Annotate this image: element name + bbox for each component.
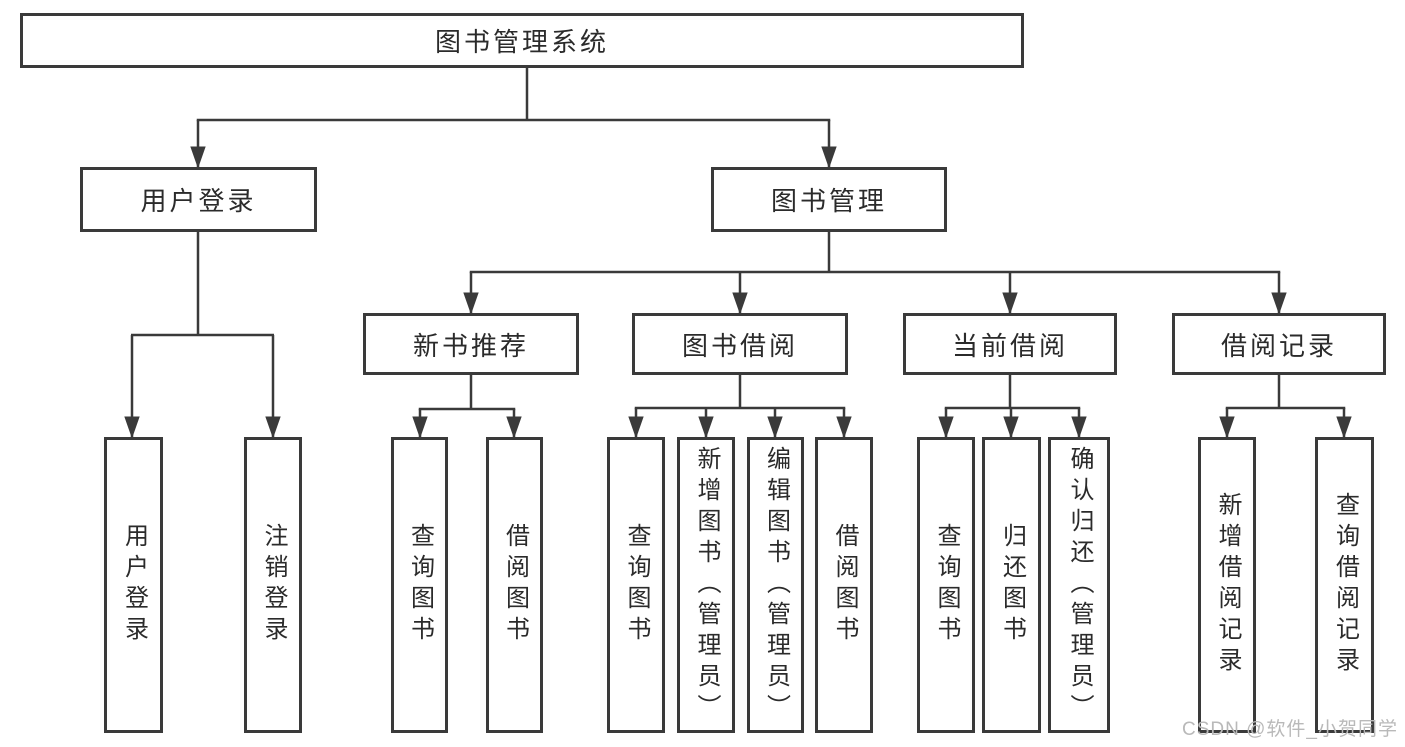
leaf-label: 查询借阅记录 <box>1331 492 1359 678</box>
node-current-borrow: 当前借阅 <box>903 313 1117 375</box>
node-book-borrow: 图书借阅 <box>632 313 848 375</box>
leaf-label: 新增图书（管理员） <box>693 445 720 725</box>
leaf-logout: 注销登录 <box>244 437 302 733</box>
leaf-borrow-book-recommend: 借阅图书 <box>486 437 543 733</box>
leaf-label: 查询图书 <box>406 523 434 647</box>
leaf-add-borrow-record: 新增借阅记录 <box>1198 437 1256 733</box>
node-borrow-records: 借阅记录 <box>1172 313 1386 375</box>
leaf-label: 借阅图书 <box>831 523 858 647</box>
leaf-borrow-book: 借阅图书 <box>815 437 873 733</box>
leaf-label: 确认归还（管理员） <box>1066 445 1093 725</box>
leaf-label: 编辑图书（管理员） <box>762 445 790 725</box>
node-new-book-recommend: 新书推荐 <box>363 313 579 375</box>
node-book-borrow-label: 图书借阅 <box>681 330 798 361</box>
node-root: 图书管理系统 <box>20 13 1024 68</box>
node-current-borrow-label: 当前借阅 <box>951 330 1068 361</box>
leaf-label: 新增借阅记录 <box>1214 492 1241 678</box>
node-user-login: 用户登录 <box>80 167 317 232</box>
leaf-confirm-return-admin: 确认归还（管理员） <box>1048 437 1110 733</box>
leaf-query-book-current: 查询图书 <box>917 437 975 733</box>
leaf-query-book-borrow: 查询图书 <box>607 437 665 733</box>
leaf-return-book: 归还图书 <box>982 437 1041 733</box>
leaf-edit-book-admin: 编辑图书（管理员） <box>747 437 804 733</box>
watermark: CSDN @软件_小贺同学 <box>1182 719 1398 740</box>
leaf-label: 归还图书 <box>998 523 1026 647</box>
leaf-label: 借阅图书 <box>501 523 529 647</box>
leaf-query-borrow-record: 查询借阅记录 <box>1315 437 1374 733</box>
leaf-label: 用户登录 <box>120 523 148 647</box>
leaf-add-book-admin: 新增图书（管理员） <box>677 437 735 733</box>
leaf-label: 查询图书 <box>933 523 960 647</box>
node-user-login-label: 用户登录 <box>140 186 257 216</box>
leaf-label: 注销登录 <box>260 523 287 647</box>
node-book-management: 图书管理 <box>711 167 947 232</box>
leaf-label: 查询图书 <box>623 523 650 647</box>
node-new-book-recommend-label: 新书推荐 <box>412 330 529 361</box>
leaf-user-login: 用户登录 <box>104 437 163 733</box>
node-root-label: 图书管理系统 <box>434 27 609 57</box>
node-borrow-records-label: 借阅记录 <box>1220 330 1337 361</box>
leaf-query-book-recommend: 查询图书 <box>391 437 448 733</box>
node-book-management-label: 图书管理 <box>770 186 887 216</box>
